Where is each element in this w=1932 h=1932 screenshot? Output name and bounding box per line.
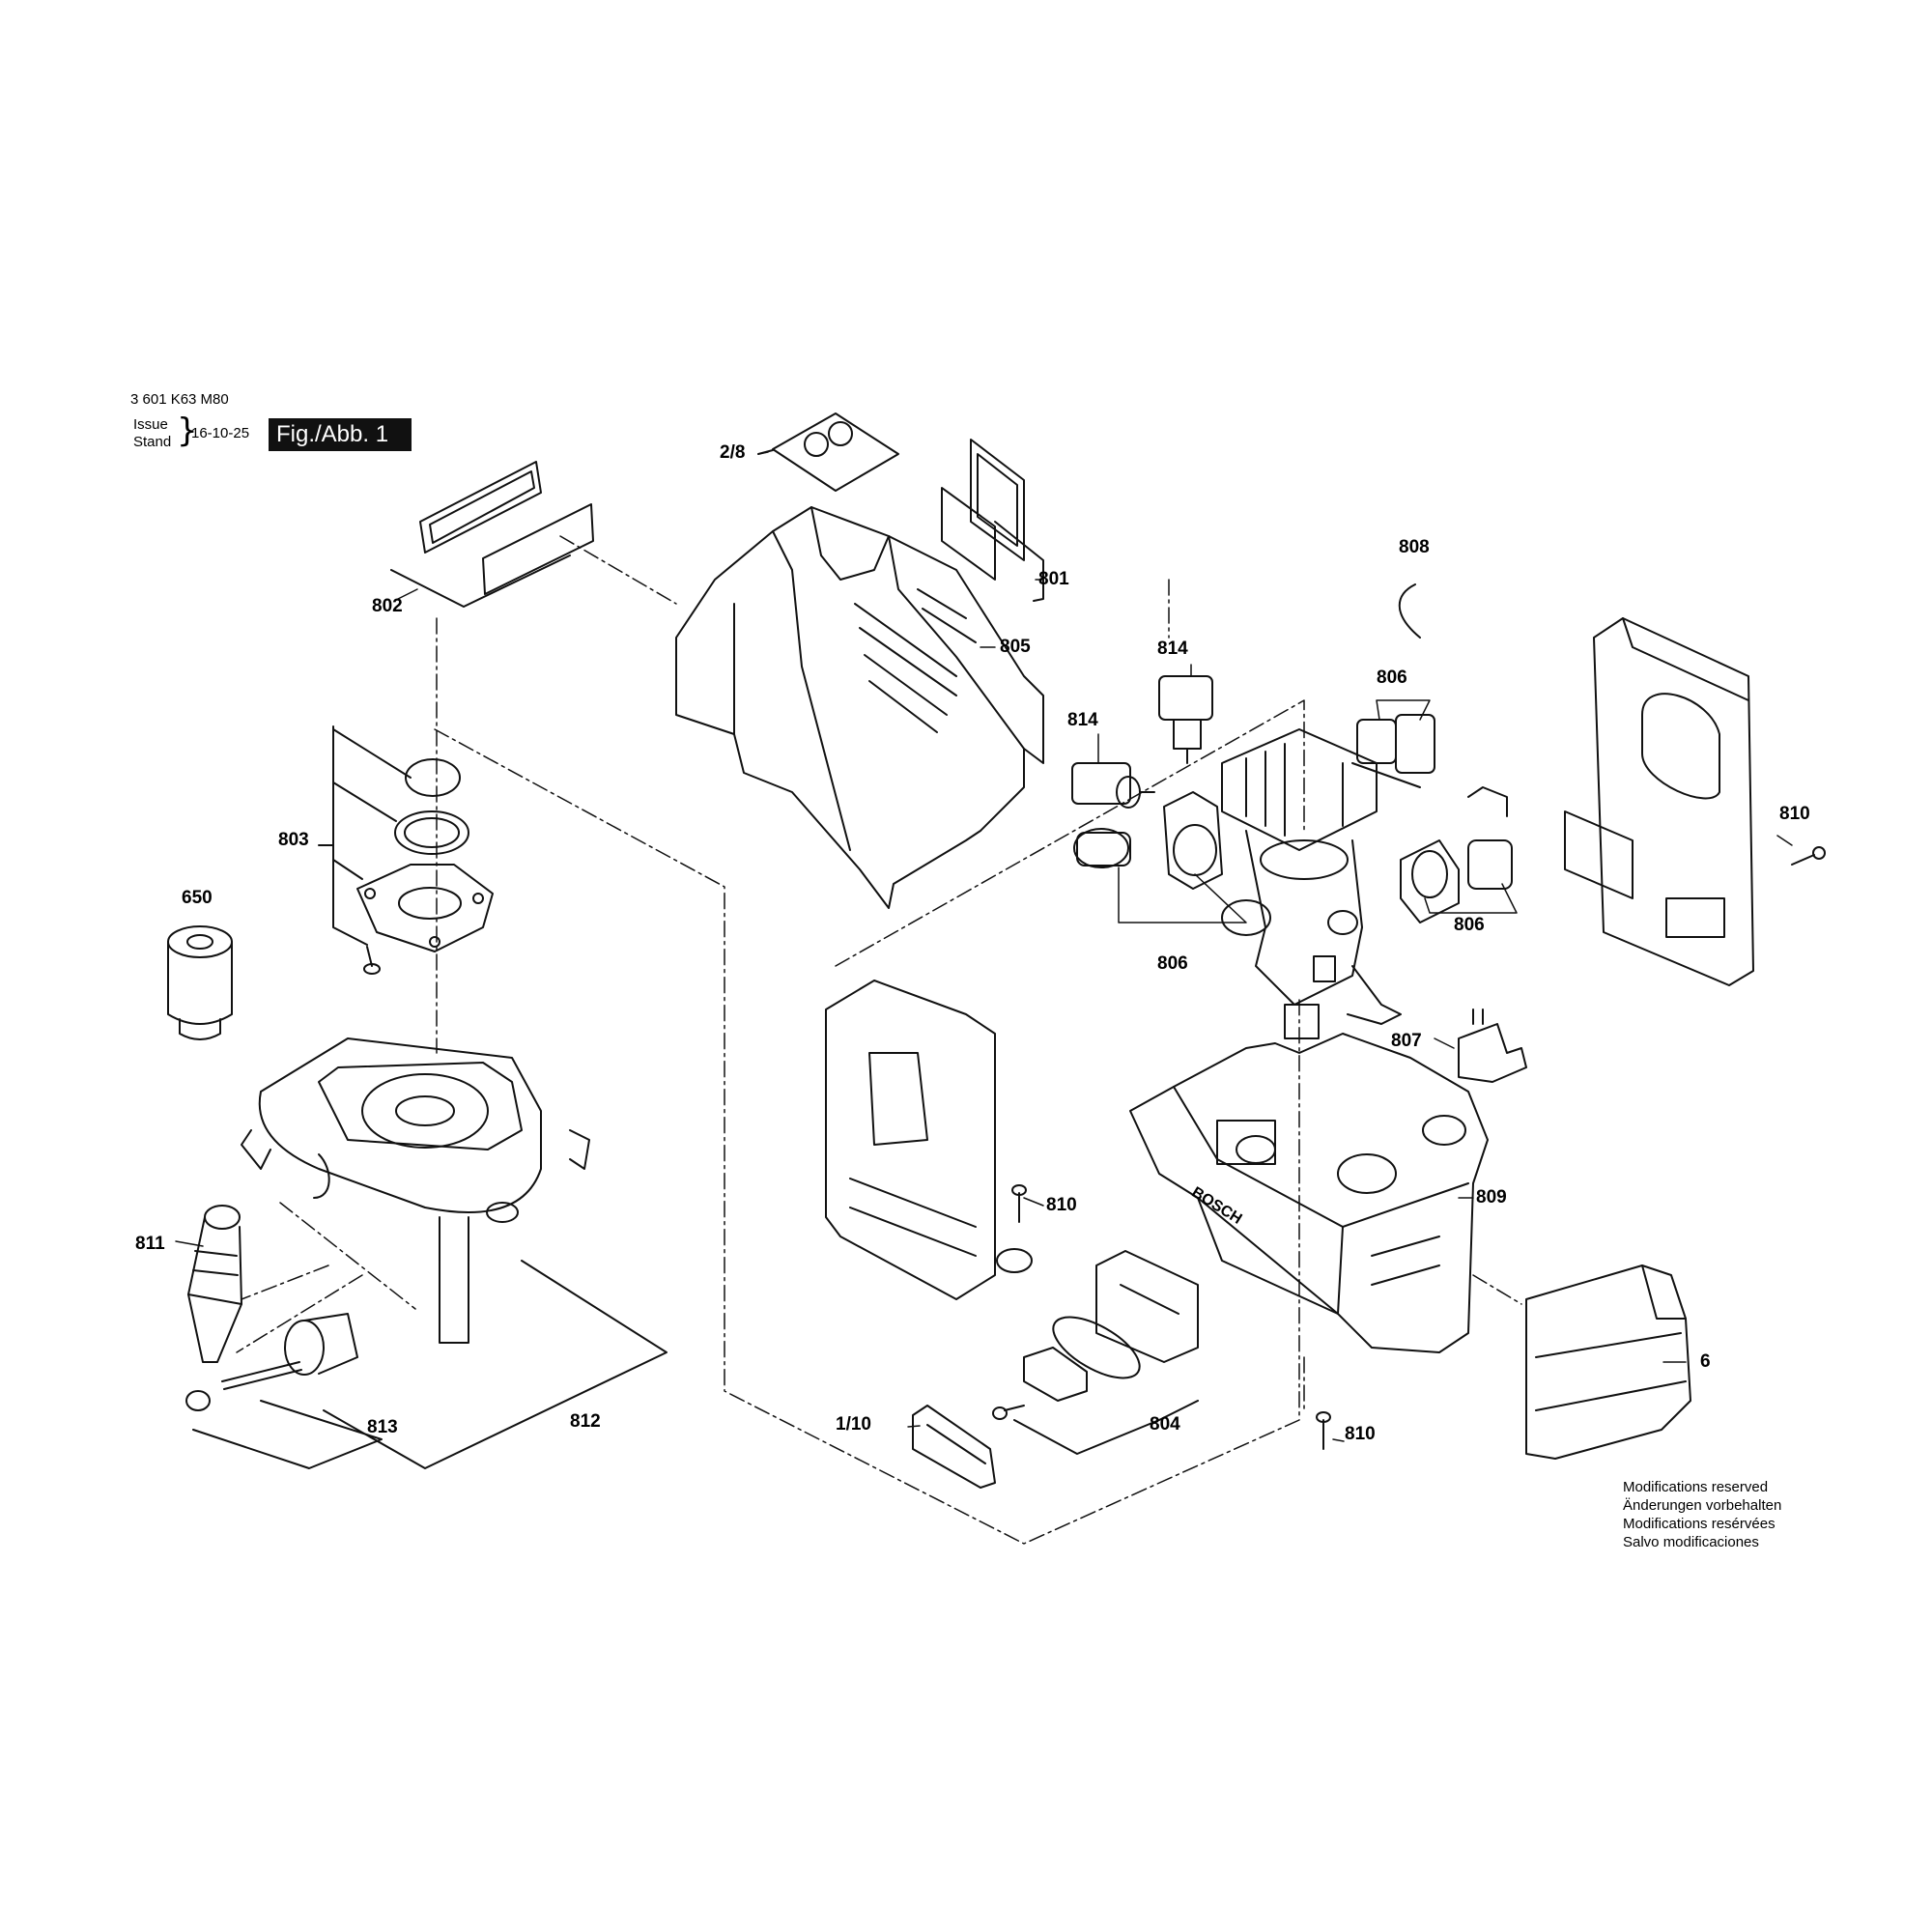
issue-label: Issue xyxy=(133,416,168,433)
issue-date: 16-10-25 xyxy=(191,425,250,441)
part-810-screw-right xyxy=(1791,846,1826,866)
part-810-screw-mid xyxy=(1011,1184,1027,1223)
part-6-side-cover xyxy=(1525,1264,1691,1460)
part-813-knob xyxy=(185,1313,383,1469)
part-812-tripod-base xyxy=(241,1037,668,1469)
figure-badge: Fig./Abb. 1 xyxy=(269,418,412,451)
header-brace: } xyxy=(177,412,198,450)
callout-814-upper: 814 xyxy=(1157,639,1188,659)
part-809-housing xyxy=(1129,1033,1489,1353)
note-spanish: Salvo modificaciones xyxy=(1623,1534,1759,1550)
part-2-8-label xyxy=(757,412,899,492)
note-french: Modifications resérvées xyxy=(1623,1516,1776,1532)
part-807-switch xyxy=(1458,1009,1527,1083)
callout-813: 813 xyxy=(367,1417,398,1437)
part-650-adapter xyxy=(167,925,233,1040)
part-806-holders-left xyxy=(1073,791,1223,890)
part-803-plate-stack xyxy=(318,725,494,975)
callout-804: 804 xyxy=(1150,1414,1180,1435)
callout-801: 801 xyxy=(1038,569,1069,589)
part-806-holders-right xyxy=(1400,786,1513,923)
callout-811: 811 xyxy=(135,1234,165,1254)
callout-803: 803 xyxy=(278,830,309,850)
callout-807: 807 xyxy=(1391,1031,1422,1051)
part-810-screw-bottom xyxy=(1316,1411,1331,1450)
part-left-frame xyxy=(825,980,1033,1300)
part-gimbal-chassis xyxy=(1221,728,1402,1039)
document-number: 3 601 K63 M80 xyxy=(130,391,229,408)
part-811-foot xyxy=(187,1205,242,1363)
note-english: Modifications reserved xyxy=(1623,1479,1769,1495)
part-right-bracket xyxy=(1564,617,1754,986)
part-814-module-b xyxy=(1071,762,1155,809)
callout-810-bottom: 810 xyxy=(1345,1424,1376,1444)
note-german: Änderungen vorbehalten xyxy=(1623,1497,1782,1514)
callout-1-10: 1/10 xyxy=(836,1414,871,1435)
leader-lines xyxy=(175,451,1793,1442)
callout-810-right: 810 xyxy=(1779,804,1810,824)
part-814-module-a xyxy=(1158,675,1213,764)
part-805-cover xyxy=(675,506,1044,909)
modification-notes: Modifications reserved Änderungen vorbeh… xyxy=(1623,1478,1781,1551)
callout-806-left: 806 xyxy=(1157,953,1188,974)
callout-802: 802 xyxy=(372,596,403,616)
callout-808: 808 xyxy=(1399,537,1430,557)
part-1-10-button xyxy=(912,1405,996,1489)
callout-2-8: 2/8 xyxy=(720,442,746,463)
callout-806-right: 806 xyxy=(1454,915,1485,935)
callout-6: 6 xyxy=(1700,1351,1711,1372)
callout-805: 805 xyxy=(1000,637,1031,657)
part-802-seal xyxy=(390,461,594,608)
part-808-clip xyxy=(1398,583,1421,639)
callout-809: 809 xyxy=(1476,1187,1507,1208)
callout-806-top: 806 xyxy=(1377,668,1407,688)
callout-650: 650 xyxy=(182,888,213,908)
callout-810-mid: 810 xyxy=(1046,1195,1077,1215)
stand-label: Stand xyxy=(133,434,172,450)
callout-814-lower: 814 xyxy=(1067,710,1098,730)
part-804-battery-parts xyxy=(992,1250,1199,1455)
part-806-holders-top xyxy=(1351,714,1435,788)
callout-812: 812 xyxy=(570,1411,601,1432)
part-801-window xyxy=(941,439,1044,602)
